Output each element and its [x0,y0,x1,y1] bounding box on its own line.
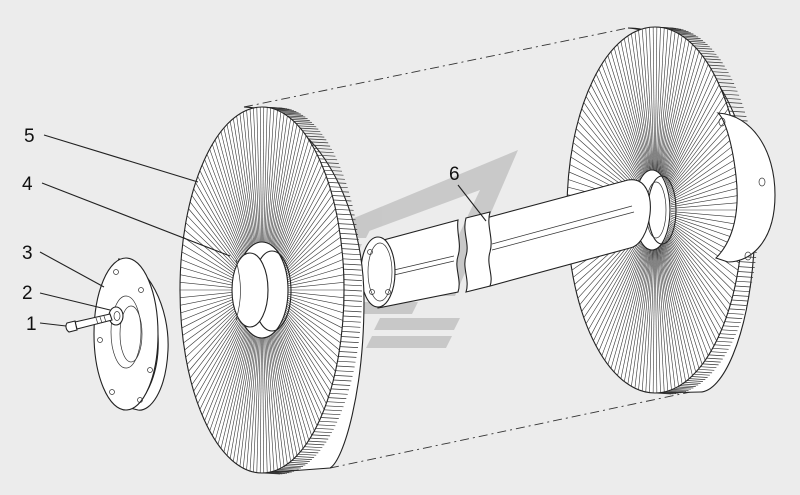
leader-lines [39,134,487,327]
callout-3: 3 [22,243,33,264]
flange-plate [93,257,169,411]
callout-1: 1 [26,314,37,335]
callout-2: 2 [22,283,33,304]
callout-5: 5 [24,126,35,147]
callout-6: 6 [449,164,460,185]
right-brush-disc [566,26,776,395]
shaft [360,179,651,309]
callout-4: 4 [22,174,33,195]
left-brush-disc [179,106,365,475]
envelope-lines [243,27,701,469]
bolt [65,313,113,333]
